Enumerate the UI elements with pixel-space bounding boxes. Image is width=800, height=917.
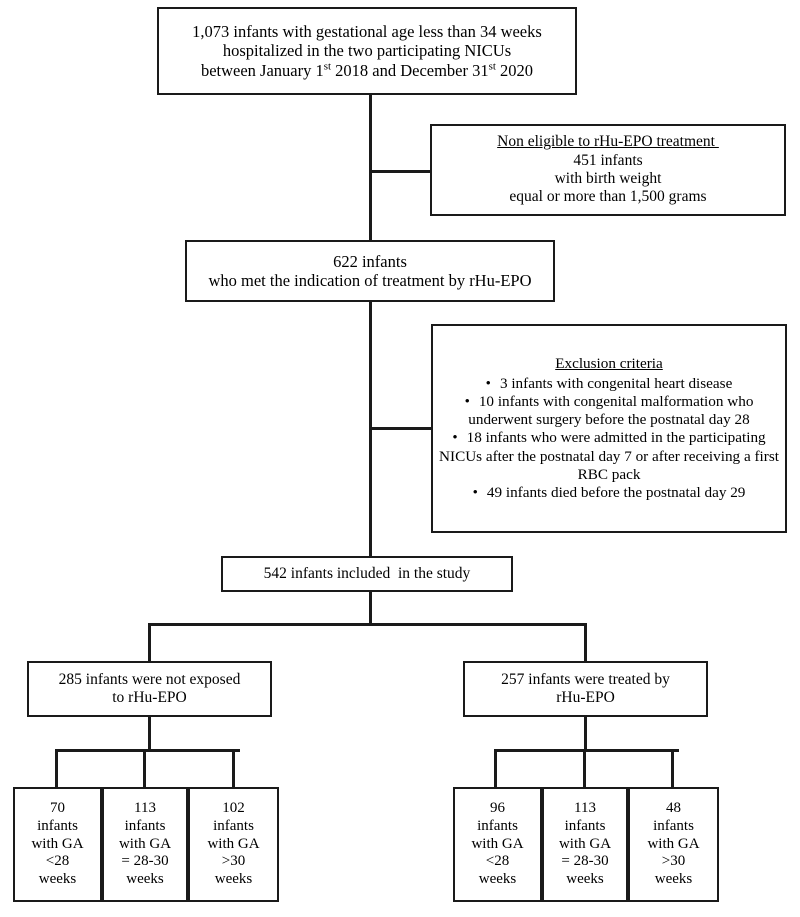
leaf-with-ga: with GA bbox=[647, 835, 700, 852]
connector-leaf-l0-drop bbox=[55, 749, 58, 789]
not-exposed-line-1: 285 infants were not exposed bbox=[58, 670, 241, 688]
leaf-ga-range: = 28-30 bbox=[561, 853, 609, 870]
node-not-exposed: 285 infants were not exposed to rHu-EPO bbox=[27, 661, 272, 717]
total-line-3: between January 1st 2018 and December 31… bbox=[201, 61, 533, 80]
connector-leaf-r0-drop bbox=[494, 749, 497, 789]
connector-leaf-r1-drop bbox=[583, 749, 586, 789]
leaf-weeks: weeks bbox=[566, 871, 604, 888]
not-exposed-line-2: to rHu-EPO bbox=[112, 689, 187, 706]
leaf-weeks: weeks bbox=[478, 871, 517, 888]
bullet-icon: • bbox=[485, 375, 491, 392]
total-line-3c: 2020 bbox=[495, 60, 534, 80]
exclusion-item: •18 infants who were admitted in the par… bbox=[433, 429, 785, 484]
leaf-ga-range: <28 bbox=[45, 853, 70, 870]
not-eligible-line-1: 451 infants bbox=[573, 151, 643, 169]
leaf-weeks: weeks bbox=[38, 871, 77, 888]
exclusion-item-text: 18 infants who were admitted in the part… bbox=[439, 429, 779, 483]
leaf-treated-ga-lt28: 96 infants with GA <28 weeks bbox=[453, 787, 542, 902]
exclusion-item: • 3 infants with congenital heart disease bbox=[433, 375, 785, 393]
not-eligible-line-3: equal or more than 1,500 grams bbox=[509, 188, 707, 206]
leaf-ga-range: <28 bbox=[485, 853, 510, 870]
total-line-2: hospitalized in the two participating NI… bbox=[222, 41, 512, 61]
leaf-infants: infants bbox=[564, 817, 606, 834]
connector-split-right-drop bbox=[584, 623, 587, 663]
leaf-infants: infants bbox=[213, 817, 254, 834]
leaf-treated-ga-28-30: 113 infants with GA = 28-30 weeks bbox=[542, 787, 628, 902]
connector-split-left-drop bbox=[148, 623, 151, 663]
total-line-1: 1,073 infants with gestational age less … bbox=[192, 21, 542, 41]
bullet-icon: • bbox=[472, 485, 478, 502]
leaf-treated-ga-gt30: 48 infants with GA >30 weeks bbox=[628, 787, 719, 902]
node-total-cohort: 1,073 infants with gestational age less … bbox=[157, 7, 577, 95]
node-included: 542 infants included in the study bbox=[221, 556, 513, 592]
total-line-3b: 2018 and December 31 bbox=[331, 60, 489, 80]
leaf-count: 113 bbox=[134, 800, 156, 817]
leaf-infants: infants bbox=[653, 817, 694, 834]
leaf-ga-range: >30 bbox=[661, 853, 686, 870]
leaf-ga-range: = 28-30 bbox=[121, 853, 169, 870]
leaf-count: 96 bbox=[490, 800, 505, 817]
leaf-weeks: weeks bbox=[654, 871, 693, 888]
leaf-count: 48 bbox=[666, 800, 681, 817]
exclusion-list: • 3 infants with congenital heart disease… bbox=[433, 375, 785, 503]
leaf-with-ga: with GA bbox=[31, 835, 84, 852]
connector-included-to-split bbox=[369, 590, 372, 626]
leaf-with-ga: with GA bbox=[118, 835, 172, 852]
connector-split-bar bbox=[148, 623, 587, 626]
exclusion-item-text: 10 infants with congenital malformation … bbox=[468, 392, 754, 429]
leaf-not-exposed-ga-lt28: 70 infants with GA <28 weeks bbox=[13, 787, 102, 902]
connector-treated-down bbox=[584, 715, 587, 751]
leaf-weeks: weeks bbox=[126, 871, 164, 888]
connector-leaf-l1-drop bbox=[143, 749, 146, 789]
node-treated: 257 infants were treated by rHu-EPO bbox=[463, 661, 708, 717]
connector-leaf-r2-drop bbox=[671, 749, 674, 789]
connector-notexposed-bar bbox=[55, 749, 240, 752]
exclusion-item: •10 infants with congenital malformation… bbox=[433, 393, 785, 429]
treated-line-1: 257 infants were treated by bbox=[501, 670, 670, 688]
leaf-ga-range: >30 bbox=[221, 853, 246, 870]
exclusion-item: • 49 infants died before the postnatal da… bbox=[433, 484, 785, 502]
connector-leaf-l2-drop bbox=[232, 749, 235, 789]
leaf-count: 102 bbox=[222, 800, 245, 817]
total-line-3a: between January 1 bbox=[200, 60, 324, 80]
included-line-1: 542 infants included in the study bbox=[263, 564, 471, 582]
leaf-with-ga: with GA bbox=[207, 835, 260, 852]
exclusion-item-text: 49 infants died before the postnatal day… bbox=[486, 484, 746, 502]
exclusion-item-text: 3 infants with congenital heart disease bbox=[499, 374, 733, 392]
met-line-2: who met the indication of treatment by r… bbox=[208, 271, 532, 290]
treated-line-2: rHu-EPO bbox=[556, 689, 615, 706]
node-not-eligible: Non eligible to rHu-EPO treatment 451 in… bbox=[430, 124, 786, 216]
not-eligible-heading: Non eligible to rHu-EPO treatment bbox=[497, 133, 719, 151]
bullet-icon: • bbox=[452, 430, 458, 447]
leaf-weeks: weeks bbox=[214, 871, 253, 888]
connector-treated-bar bbox=[494, 749, 679, 752]
connector-total-to-met bbox=[369, 93, 372, 242]
node-met-indication: 622 infants who met the indication of tr… bbox=[185, 240, 555, 302]
leaf-count: 113 bbox=[574, 800, 596, 817]
leaf-count: 70 bbox=[50, 800, 65, 817]
leaf-not-exposed-ga-28-30: 113 infants with GA = 28-30 weeks bbox=[102, 787, 188, 902]
leaf-with-ga: with GA bbox=[471, 835, 524, 852]
connector-notexposed-down bbox=[148, 715, 151, 751]
leaf-with-ga: with GA bbox=[558, 835, 612, 852]
not-eligible-line-2: with birth weight bbox=[554, 170, 662, 187]
bullet-icon: • bbox=[464, 393, 470, 410]
leaf-not-exposed-ga-gt30: 102 infants with GA >30 weeks bbox=[188, 787, 279, 902]
connector-branch-exclusion bbox=[369, 427, 433, 430]
connector-branch-not-eligible bbox=[369, 170, 432, 173]
leaf-infants: infants bbox=[477, 817, 518, 834]
exclusion-heading: Exclusion criteria bbox=[555, 354, 663, 372]
total-line-3-sup2: st bbox=[488, 60, 496, 73]
total-line-3-sup1: st bbox=[323, 60, 332, 73]
met-line-1: 622 infants bbox=[333, 251, 407, 271]
leaf-infants: infants bbox=[37, 817, 78, 834]
node-exclusion-criteria: Exclusion criteria • 3 infants with conge… bbox=[431, 324, 787, 533]
leaf-infants: infants bbox=[124, 817, 166, 834]
